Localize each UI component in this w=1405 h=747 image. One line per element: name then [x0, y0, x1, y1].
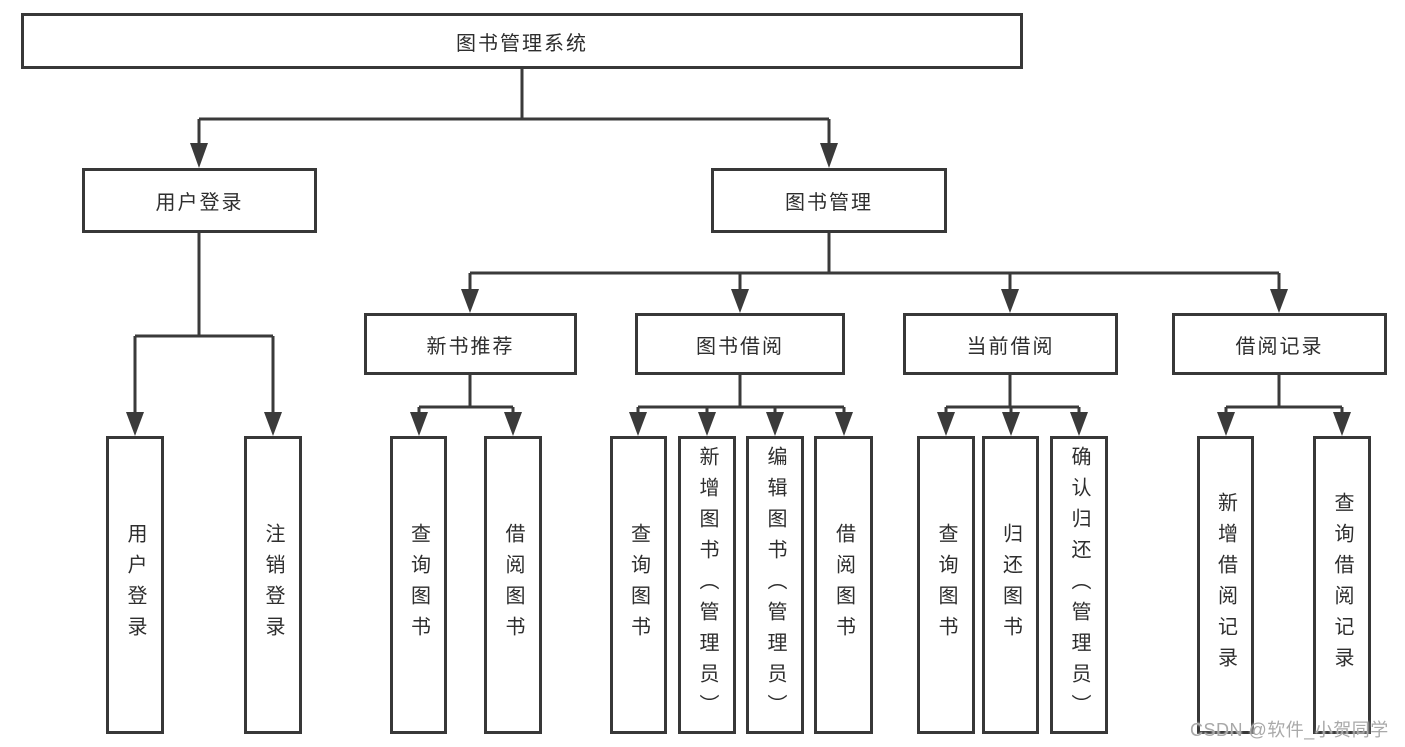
leaf-logout-login: 注销登录 [244, 436, 302, 734]
leaf-label: 查询图书 [627, 523, 650, 647]
node-borrowing-records: 借阅记录 [1172, 313, 1387, 375]
leaf-query-books-recommend: 查询图书 [390, 436, 447, 734]
leaf-confirm-return-admin: 确认归还（管理员） [1050, 436, 1108, 734]
node-current-borrowing: 当前借阅 [903, 313, 1118, 375]
node-system-root: 图书管理系统 [21, 13, 1023, 69]
leaf-label: 查询图书 [935, 523, 957, 647]
leaf-label: 用户登录 [124, 523, 146, 647]
node-user-login: 用户登录 [82, 168, 317, 233]
node-new-book-recommendation: 新书推荐 [364, 313, 577, 375]
leaf-label: 新增借阅记录 [1214, 492, 1237, 678]
leaf-add-books-admin: 新增图书（管理员） [678, 436, 736, 734]
leaf-query-borrow-record: 查询借阅记录 [1313, 436, 1371, 734]
leaf-borrow-books-recommend: 借阅图书 [484, 436, 542, 734]
leaf-label: 查询图书 [407, 523, 430, 647]
leaf-edit-books-admin: 编辑图书（管理员） [746, 436, 804, 734]
csdn-watermark: CSDN @软件_小贺同学 [1190, 720, 1389, 740]
leaf-label: 编辑图书（管理员） [764, 445, 786, 725]
leaf-add-borrow-record: 新增借阅记录 [1197, 436, 1254, 734]
leaf-label: 注销登录 [262, 523, 284, 647]
leaf-user-login: 用户登录 [106, 436, 164, 734]
leaf-label: 借阅图书 [832, 523, 855, 647]
node-book-management: 图书管理 [711, 168, 947, 233]
leaf-borrow-books-borrowing: 借阅图书 [814, 436, 873, 734]
leaf-return-books: 归还图书 [982, 436, 1039, 734]
leaf-query-books-current: 查询图书 [917, 436, 975, 734]
leaf-label: 借阅图书 [502, 523, 524, 647]
leaf-label: 查询借阅记录 [1331, 492, 1353, 678]
leaf-query-books-borrowing: 查询图书 [610, 436, 667, 734]
node-book-borrowing: 图书借阅 [635, 313, 845, 375]
leaf-label: 归还图书 [999, 523, 1022, 647]
leaf-label: 确认归还（管理员） [1068, 445, 1090, 725]
leaf-label: 新增图书（管理员） [696, 445, 718, 725]
